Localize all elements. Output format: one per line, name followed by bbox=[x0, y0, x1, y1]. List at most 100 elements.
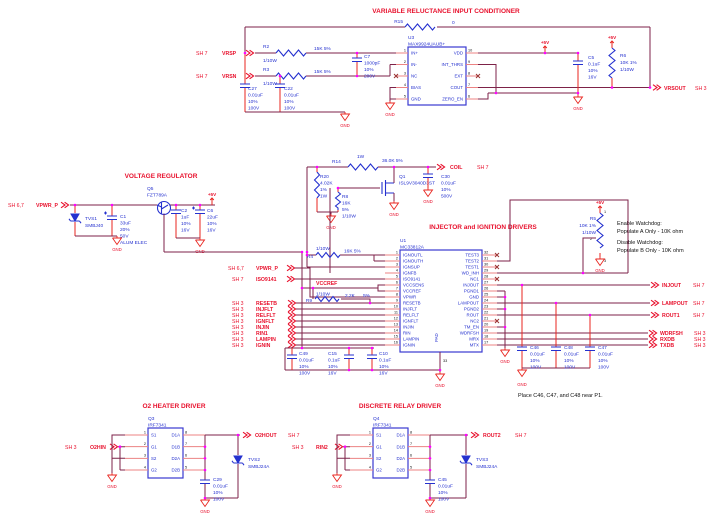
u3-part: MAX9924UAUB+ bbox=[408, 42, 445, 48]
chip-q3 bbox=[147, 427, 184, 479]
r5-value: 10K 1% bbox=[579, 223, 597, 229]
pgnd-wires bbox=[497, 290, 506, 348]
sheet-ref: SH 3 bbox=[232, 313, 244, 319]
pin-name: MTX bbox=[470, 343, 479, 348]
pin-number: 8 bbox=[410, 430, 412, 434]
pin-number: 8 bbox=[396, 292, 398, 296]
capacitor-c5-icon bbox=[572, 60, 584, 66]
pin-number: 24 bbox=[484, 298, 488, 302]
gnd-icon bbox=[500, 347, 510, 357]
u3-output-wires bbox=[478, 52, 650, 100]
pin-number: 2 bbox=[404, 60, 406, 64]
pin-name: TEST3 bbox=[465, 253, 479, 258]
pin-name: INJIN bbox=[403, 325, 414, 330]
resistor-r2 bbox=[275, 49, 307, 57]
vpwr-sheet-ref: SH 6,7 bbox=[8, 203, 24, 209]
c10-tol: 10% bbox=[379, 364, 389, 370]
gnd-icon bbox=[389, 200, 399, 210]
sheet-ref: SH 3 bbox=[232, 301, 244, 307]
pin-number: 3 bbox=[404, 71, 406, 75]
c45-tol: 10% bbox=[438, 490, 448, 496]
gnd-icon bbox=[573, 94, 583, 104]
c10-ref: C10 bbox=[379, 351, 388, 357]
pin-number: 2 bbox=[144, 442, 146, 446]
c47-volt: 100V bbox=[598, 365, 610, 371]
u3-gnd-tie bbox=[389, 87, 396, 101]
input-arrow-icon bbox=[287, 305, 297, 313]
pin-name: LAMPIN bbox=[403, 337, 419, 342]
c2-tol: 10% bbox=[181, 221, 191, 227]
c30-ref: C30 bbox=[441, 174, 450, 180]
pin-number: 10 bbox=[394, 304, 398, 308]
r14-ref: R14 bbox=[332, 159, 341, 165]
section-title: VARIABLE RELUCTANCE INPUT CONDITIONER bbox=[372, 8, 520, 15]
pin-number: 10 bbox=[468, 48, 472, 52]
pin-number: 2 bbox=[369, 442, 371, 446]
gnd-icon bbox=[195, 237, 205, 247]
pin-number: 1 bbox=[144, 430, 146, 434]
c49-tol: 10% bbox=[299, 364, 309, 370]
pin-number: 7 bbox=[410, 442, 412, 446]
capacitor-c1-icon bbox=[106, 215, 118, 221]
c1-type: ALUM ELEC bbox=[120, 240, 148, 246]
r5-power: 1/10W bbox=[582, 230, 596, 236]
r20-tol: 1% bbox=[320, 187, 328, 193]
pin-number: 7 bbox=[468, 83, 470, 87]
net-label: INJFLT bbox=[256, 307, 274, 313]
capacitor-c45-icon bbox=[424, 479, 436, 485]
sheet-ref: SH 3 bbox=[232, 331, 244, 337]
section-injector-ignition-drivers: INJECTOR and IGNITION DRIVERS U1 MC33812… bbox=[228, 199, 706, 399]
section-o2-heater-driver: O2 HEATER DRIVER Q3 IRF7341 1S12G13S24G2… bbox=[65, 403, 300, 514]
vrsout-net-label: VRSOUT bbox=[664, 86, 686, 92]
pin-name: D2B bbox=[171, 468, 180, 473]
pin-number: 6 bbox=[396, 280, 398, 284]
r4-wires bbox=[307, 254, 385, 262]
r3-ref: R3 bbox=[263, 67, 269, 73]
r9-leads bbox=[312, 288, 371, 303]
input-arrow-icon bbox=[245, 49, 255, 57]
c6-tol: 10% bbox=[207, 221, 217, 227]
net-label: RESETB bbox=[256, 301, 277, 307]
o2hin-net-label: O2HIN bbox=[90, 445, 106, 451]
q4-output-wires bbox=[429, 434, 468, 499]
c47-ref: C47 bbox=[598, 345, 607, 351]
pin-number: 9 bbox=[396, 298, 398, 302]
r15-ref: R15 bbox=[394, 19, 403, 25]
c45-value: 0.01uF bbox=[438, 484, 453, 490]
plus5v-icon bbox=[609, 40, 615, 49]
c5-tol: 10% bbox=[588, 68, 598, 74]
rout2-sheet-ref: SH 7 bbox=[515, 433, 527, 439]
o2hout-sheet-ref: SH 7 bbox=[288, 433, 300, 439]
r20-value: 4.02K bbox=[320, 181, 333, 187]
section-voltage-regulator: VOLTAGE REGULATOR SH 6,7 VPWR_P TVS1 SMB… bbox=[8, 173, 218, 254]
c7-ref: C7 bbox=[364, 54, 370, 60]
no-connect-icon bbox=[393, 73, 399, 79]
capacitor-c6-icon bbox=[194, 209, 206, 215]
input-arrow-icon bbox=[286, 264, 296, 272]
pin-number: 15 bbox=[394, 334, 398, 338]
pin-number: 31 bbox=[484, 256, 488, 260]
plus5v-label: +5V bbox=[608, 35, 617, 40]
section-title: VOLTAGE REGULATOR bbox=[125, 173, 198, 180]
c46-ref: C46 bbox=[530, 345, 539, 351]
pin-name: VCCSENS bbox=[403, 283, 424, 288]
pin-name: IGNFLT bbox=[403, 319, 419, 324]
pin-name: S2 bbox=[376, 456, 382, 461]
output-row-wires bbox=[497, 284, 650, 346]
gnd-icon bbox=[517, 367, 527, 377]
c15-ref: C15 bbox=[328, 351, 337, 357]
polarity-plus bbox=[192, 206, 195, 210]
pin-number: 4 bbox=[369, 465, 371, 469]
pin-name: D2A bbox=[171, 456, 180, 461]
feedback-rail-wire bbox=[244, 26, 651, 88]
gnd-icon bbox=[423, 187, 433, 197]
pin-number: 18 bbox=[484, 334, 488, 338]
tvs3-diode-icon bbox=[459, 455, 473, 466]
output-arrow-icon bbox=[242, 431, 252, 439]
input-arrow-icon bbox=[334, 443, 344, 451]
r3-value: 15K 5% bbox=[314, 69, 332, 75]
transistor-q5-icon bbox=[156, 202, 169, 214]
c10-volt: 16V bbox=[379, 371, 388, 377]
